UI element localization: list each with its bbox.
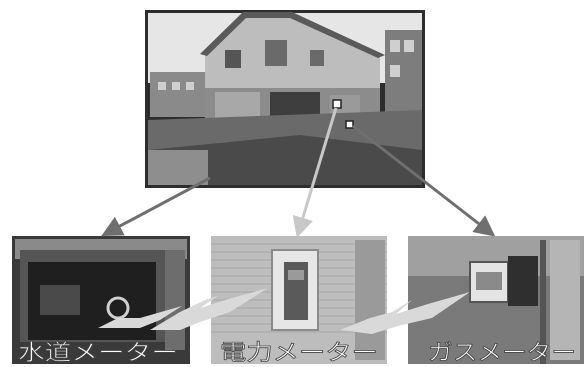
electric-meter-photo — [150, 236, 387, 364]
house-photo — [145, 10, 425, 188]
arrow-to-electric-meter — [292, 107, 338, 239]
arrow-to-water-meter — [101, 176, 211, 236]
arrow-to-gas-meter — [352, 124, 496, 237]
water-meter-caption: 水道メーター — [18, 341, 178, 366]
gas-meter-photo — [340, 236, 584, 364]
gas-meter-caption: ガスメーター — [428, 341, 576, 366]
electric-meter-caption: 電力メーター — [220, 341, 378, 366]
water-meter-photo — [12, 236, 190, 364]
